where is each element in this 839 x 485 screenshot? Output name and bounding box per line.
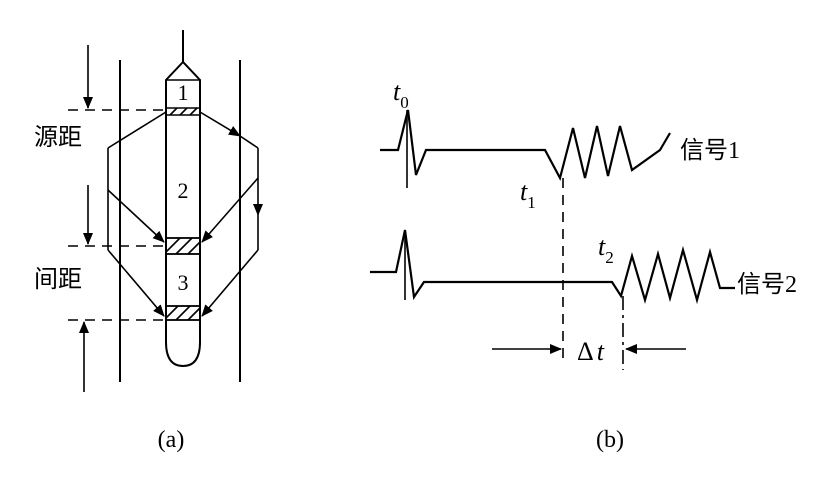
- zone-1-label: 1: [178, 80, 189, 105]
- receiver-2-band: [165, 305, 201, 321]
- right-ray-paths: [199, 111, 263, 317]
- transmitter-band: [166, 107, 200, 116]
- signal-1-trace: [380, 109, 671, 181]
- logging-tool-body: [165, 60, 201, 368]
- spacing-label: 间距: [34, 266, 82, 293]
- receiver-1-band: [165, 237, 201, 255]
- signal-2-label: 信号2: [737, 271, 797, 298]
- left-ray-paths: [107, 111, 167, 317]
- t0-label: t0: [393, 77, 409, 112]
- source-distance-label: 源距: [34, 124, 82, 151]
- t1-label: t1: [520, 177, 536, 212]
- t2-label: t2: [598, 232, 614, 267]
- panel-a-caption: (a): [158, 427, 185, 453]
- zone-2-label: 2: [178, 178, 189, 203]
- signal-1-label: 信号1: [680, 137, 740, 164]
- panel-a-tool-diagram: 1 2 3 源距 间距 (a): [34, 30, 263, 453]
- panel-b-caption: (b): [596, 427, 624, 453]
- zone-3-label: 3: [178, 270, 189, 295]
- signal-2-trace: [370, 229, 735, 305]
